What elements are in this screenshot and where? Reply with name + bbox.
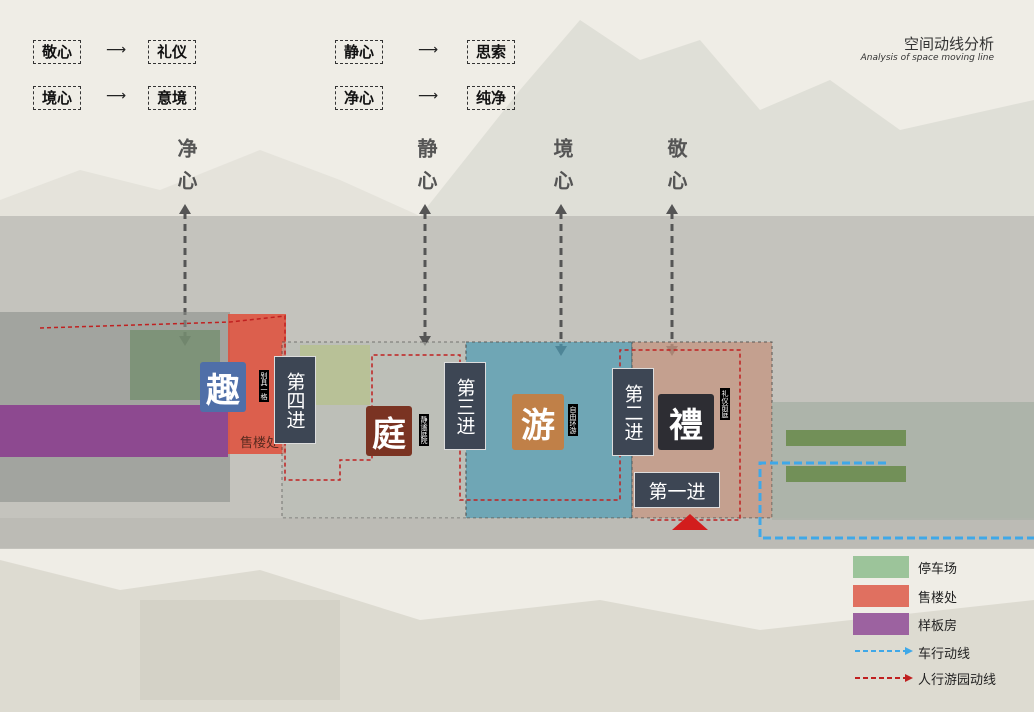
page-subtitle: Analysis of space moving line	[860, 53, 994, 63]
stage-4: 第四进	[274, 356, 316, 444]
flow-to-2: 思索	[467, 40, 516, 64]
show-house-zone	[0, 405, 228, 457]
arrow-icon: ⟶	[418, 88, 439, 104]
legend-label-showhouse: 样板房	[918, 619, 958, 634]
zone-ting-tag: 静谧庭院	[419, 414, 429, 446]
sales-label: 售楼处	[240, 436, 280, 451]
flow-from-2: 静心	[335, 40, 384, 64]
legend-label-parking: 停车场	[918, 562, 958, 577]
flow-from-0: 敬心	[33, 40, 82, 64]
heart-label-2: 境心	[550, 138, 574, 202]
stage-2: 第二进	[612, 368, 654, 456]
zone-li-tile: 禮	[658, 394, 714, 450]
stage-3: 第三进	[444, 362, 486, 450]
entrance-marker	[672, 514, 708, 530]
legend-label-vehicle: 车行动线	[918, 647, 971, 662]
flow-to-1: 意境	[148, 86, 197, 110]
stage-1: 第一进	[634, 472, 720, 508]
page-title: 空间动线分析	[903, 35, 994, 53]
arrow-icon: ⟶	[106, 88, 127, 104]
legend-swatch-showhouse	[853, 613, 909, 635]
flow-from-1: 境心	[33, 86, 82, 110]
zone-li-tag: 礼仪前庭	[720, 388, 730, 420]
zone-qu-tile: 趣	[200, 362, 246, 412]
arrow-icon: ⟶	[106, 42, 127, 58]
flow-from-3: 净心	[335, 86, 384, 110]
flow-to-0: 礼仪	[148, 40, 197, 64]
heart-label-1: 静心	[414, 138, 438, 202]
zone-you-tile: 游	[512, 394, 564, 450]
legend-swatch-sales	[853, 585, 909, 607]
legend-label-sales: 售楼处	[918, 591, 958, 606]
legend-swatch-parking	[853, 556, 909, 578]
arrow-icon: ⟶	[418, 42, 439, 58]
heart-label-0: 净心	[174, 138, 198, 202]
flow-to-3: 纯净	[467, 86, 516, 110]
heart-label-3: 敬心	[664, 138, 688, 202]
zone-you-tag: 自由环游	[568, 404, 578, 436]
zone-ting-tile: 庭	[366, 406, 412, 456]
legend-line-icons	[855, 647, 913, 682]
legend-label-pedestrian: 人行游园动线	[918, 673, 997, 688]
zone-qu-tag: 别具一格	[259, 370, 269, 402]
